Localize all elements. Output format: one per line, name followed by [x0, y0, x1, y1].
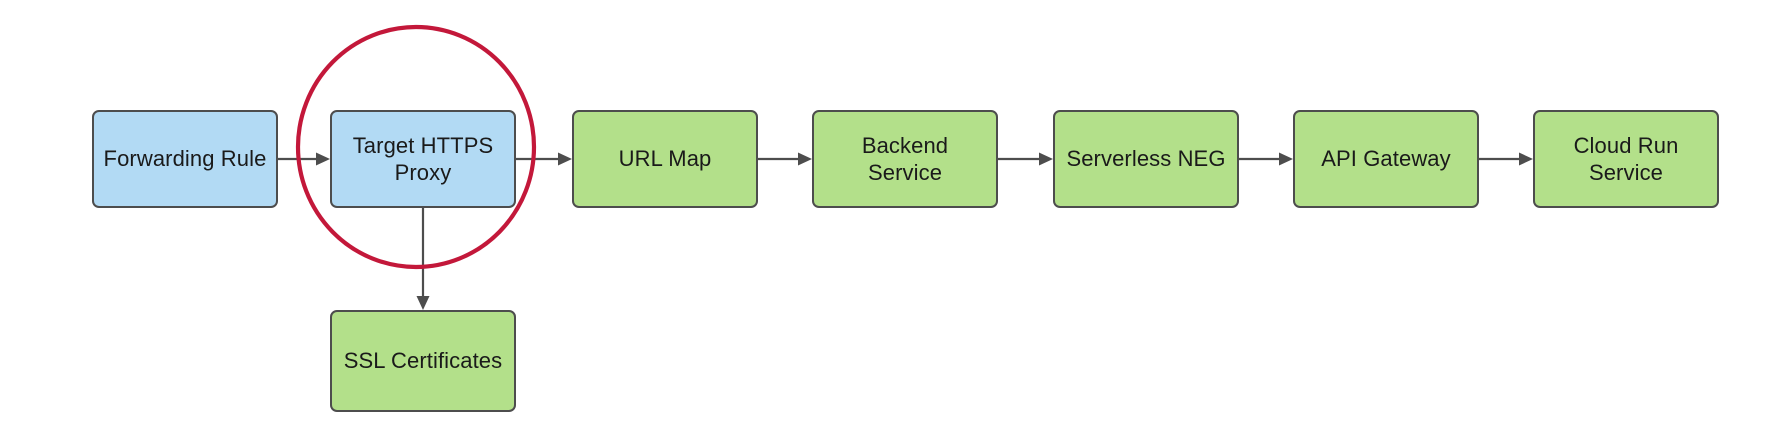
edge-target-https-proxy-to-url-map: [516, 152, 572, 166]
node-label-target-https-proxy: Target HTTPS Proxy: [352, 132, 494, 186]
node-label-api-gateway: API Gateway: [1321, 146, 1451, 172]
edge-backend-service-to-serverless-neg: [998, 152, 1053, 166]
node-forwarding-rule[interactable]: Forwarding Rule: [92, 110, 278, 208]
node-serverless-neg[interactable]: Serverless NEG: [1053, 110, 1239, 208]
node-label-backend-service: Backend Service: [861, 132, 949, 186]
node-url-map[interactable]: URL Map: [572, 110, 758, 208]
edge-target-https-proxy-to-ssl-certificates: [416, 208, 430, 310]
node-ssl-certificates[interactable]: SSL Certificates: [330, 310, 516, 412]
node-label-url-map: URL Map: [618, 146, 712, 172]
node-label-ssl-certificates: SSL Certificates: [343, 348, 503, 374]
node-label-serverless-neg: Serverless NEG: [1066, 146, 1226, 172]
node-backend-service[interactable]: Backend Service: [812, 110, 998, 208]
edge-serverless-neg-to-api-gateway: [1239, 152, 1293, 166]
node-api-gateway[interactable]: API Gateway: [1293, 110, 1479, 208]
node-cloud-run-service[interactable]: Cloud Run Service: [1533, 110, 1719, 208]
edge-forwarding-rule-to-target-https-proxy: [278, 152, 330, 166]
node-label-forwarding-rule: Forwarding Rule: [103, 146, 267, 172]
highlight-circle-annotation: [295, 24, 537, 270]
node-label-cloud-run-service: Cloud Run Service: [1573, 132, 1679, 186]
edge-api-gateway-to-cloud-run-service: [1479, 152, 1533, 166]
node-target-https-proxy[interactable]: Target HTTPS Proxy: [330, 110, 516, 208]
edge-url-map-to-backend-service: [758, 152, 812, 166]
